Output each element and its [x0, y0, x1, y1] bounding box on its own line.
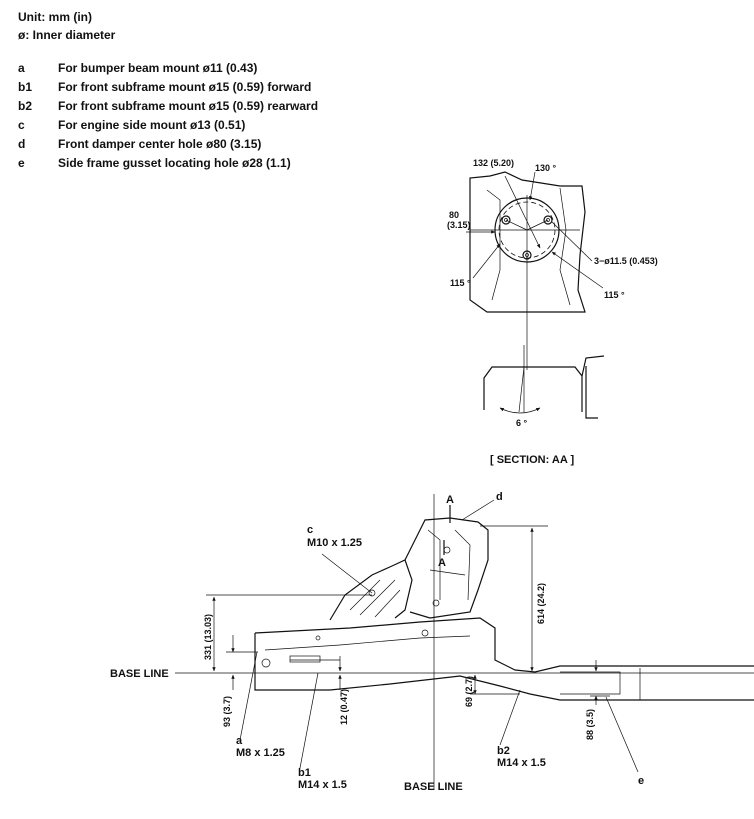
- mount-hole-c: [368, 589, 376, 597]
- dim-93: 93 (3.7): [222, 696, 232, 727]
- detail-outline: [469, 171, 586, 313]
- legend-text: Side frame gusset locating hole ø28 (1.1…: [58, 155, 291, 170]
- section-aa-view: 6 ° [ SECTION: AA ]: [483, 345, 605, 466]
- point-d: d: [496, 491, 503, 503]
- legend-text: For bumper beam mount ø11 (0.43): [58, 60, 258, 75]
- angle-130: 130 °: [535, 163, 557, 173]
- section-mark-top: A: [446, 494, 454, 506]
- section-cut-line: [443, 505, 451, 555]
- dim-88: 88 (3.5): [585, 709, 595, 740]
- tower-hole-3: [421, 629, 429, 637]
- section-tilt-line: [518, 366, 525, 413]
- legend-text: For engine side mount ø13 (0.51): [58, 117, 246, 132]
- bolt-hole-left: [501, 215, 511, 225]
- leader-b1: [299, 672, 319, 769]
- legend-row-a: a For bumper beam mount ø11 (0.43): [18, 58, 318, 77]
- leader-a: [239, 651, 258, 741]
- legend-key: a: [18, 60, 25, 75]
- point-c: c: [307, 524, 313, 536]
- damper-detail-view: 132 (5.20) 130 ° 80 (3.15) 3−ø11.5 (0.45…: [447, 158, 658, 370]
- legend-text: For front subframe mount ø15 (0.59) forw…: [58, 79, 312, 94]
- header: Unit: mm (in) ø: Inner diameter: [18, 8, 115, 44]
- damper-tower: [404, 517, 489, 619]
- dim-diameter-80: 80: [449, 210, 459, 220]
- engine-mount-bracket: [329, 559, 413, 621]
- dim-pitch-132: 132 (5.20): [473, 158, 514, 168]
- point-a: a: [236, 735, 243, 747]
- leader-132: [504, 175, 541, 249]
- bolt-hole-left-center: [504, 218, 508, 222]
- b2-thread: M14 x 1.5: [497, 757, 546, 769]
- dim-614: 614 (24.2): [536, 583, 546, 624]
- detail-inner-edge: [486, 187, 571, 306]
- b1-thread: M14 x 1.5: [298, 779, 347, 791]
- legend-key: b1: [18, 79, 33, 94]
- legend-key: c: [18, 117, 25, 132]
- base-line-left-label: BASE LINE: [110, 668, 169, 680]
- legend-key: b2: [18, 98, 33, 113]
- leader-b2: [499, 689, 521, 746]
- point-b1: b1: [298, 767, 311, 779]
- legend-text: For front subframe mount ø15 (0.59) rear…: [58, 98, 319, 113]
- bolt-hole-right-center: [546, 218, 550, 222]
- leader-c: [321, 553, 373, 594]
- angle-115-right: 115 °: [604, 290, 625, 300]
- tower-hole-1: [443, 546, 451, 554]
- unit-note: Unit: mm (in): [18, 10, 92, 24]
- main-side-view: BASE LINE BASE LINE A A d c M10 x 1.25 a…: [110, 491, 754, 793]
- leader-left-hole: [505, 219, 528, 231]
- frame-inner-edge: [264, 635, 641, 700]
- damper-tower-detail: [427, 529, 471, 601]
- base-line-bottom-label: BASE LINE: [404, 781, 463, 793]
- section-angle: 6 °: [516, 418, 528, 428]
- point-e: e: [638, 775, 644, 787]
- legend-row-c: c For engine side mount ø13 (0.51): [18, 115, 318, 134]
- leader-130: [529, 171, 536, 201]
- section-title: [ SECTION: AA ]: [490, 454, 574, 466]
- legend-row-b2: b2 For front subframe mount ø15 (0.59) r…: [18, 96, 318, 115]
- dim-69: 69 (2.7): [464, 676, 474, 707]
- inner-diameter-note: ø: Inner diameter: [18, 28, 116, 42]
- leader-115-left: [472, 243, 501, 279]
- section-mark-bottom: A: [438, 557, 446, 569]
- dim-331: 331 (13.03): [203, 614, 213, 660]
- legend-row-b1: b1 For front subframe mount ø15 (0.59) f…: [18, 77, 318, 96]
- tower-hole-2: [432, 599, 440, 607]
- frame-hole: [261, 658, 271, 668]
- legend-row-e: e Side frame gusset locating hole ø28 (1…: [18, 153, 318, 172]
- legend-row-d: d Front damper center hole ø80 (3.15): [18, 134, 318, 153]
- point-b2: b2: [497, 745, 510, 757]
- angle-115-left: 115 °: [450, 278, 471, 288]
- leader-e: [605, 696, 639, 773]
- bolt-hole-right: [543, 215, 553, 225]
- dim-12: 12 (0.47): [339, 689, 349, 725]
- frame-slot: [289, 655, 321, 663]
- dim-diameter-80-inch: (3.15): [447, 220, 471, 230]
- a-thread: M8 x 1.25: [236, 747, 285, 759]
- legend-key: d: [18, 136, 26, 151]
- leader-holes: [551, 221, 593, 262]
- legend: a For bumper beam mount ø11 (0.43) b1 Fo…: [18, 58, 318, 172]
- legend-text: Front damper center hole ø80 (3.15): [58, 136, 262, 151]
- leader-115-right: [551, 251, 604, 289]
- leader-d: [461, 499, 495, 521]
- front-side-frame: [254, 617, 754, 701]
- holes-spec: 3−ø11.5 (0.453): [594, 256, 658, 266]
- section-profile: [483, 355, 605, 419]
- legend-key: e: [18, 155, 25, 170]
- frame-hole-small: [315, 635, 321, 641]
- section-angle-arc: [499, 407, 541, 414]
- c-thread: M10 x 1.25: [307, 537, 362, 549]
